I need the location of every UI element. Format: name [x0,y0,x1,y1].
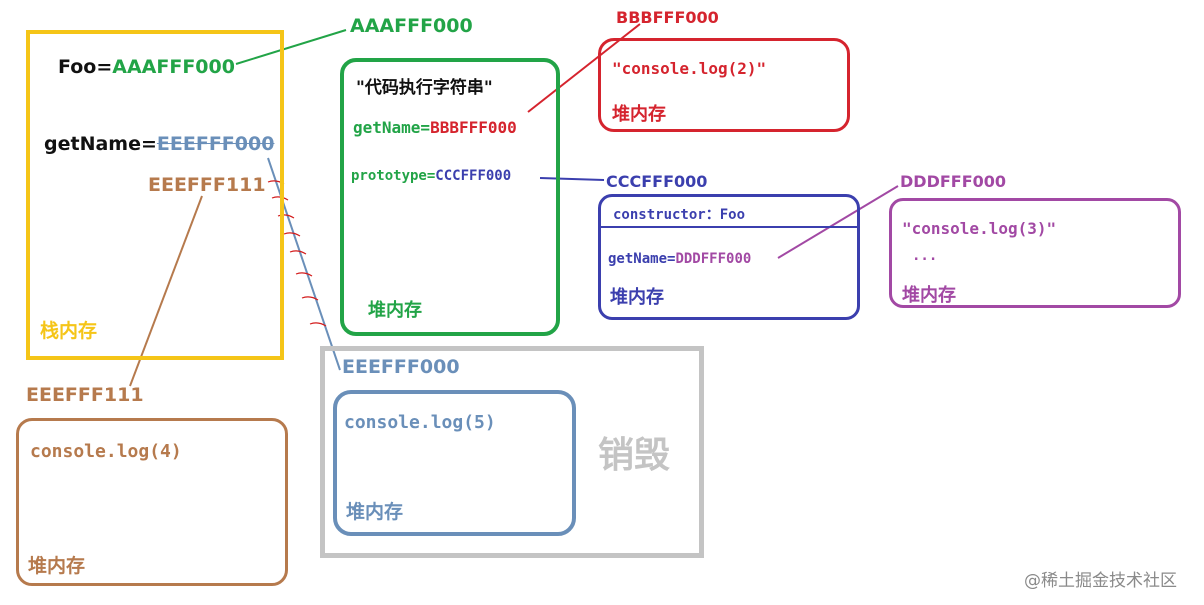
heap-red-code: "console.log(2)" [612,59,767,78]
heap-steel-addr: EEEFFF000 [342,356,460,378]
heap-blue-addr: CCCFFF000 [606,172,708,191]
cut-mark [289,250,307,255]
stack-memory-box [26,30,284,360]
stack-foo-row: Foo=AAAFFF000 [58,56,235,78]
heap-green-prototype-row: prototype=CCCFFF000 [351,168,511,184]
watermark: @稀土掘金技术社区 [1024,571,1177,591]
stack-foo-key: Foo= [58,56,113,78]
connector-blue-to-ddd [777,185,899,259]
heap-green-getname-row: getName=BBBFFF000 [353,118,517,137]
cut-mark [309,322,327,327]
heap-purple-code: "console.log(3)" [902,219,1057,238]
stack-foo-value: AAAFFF000 [112,56,235,78]
connector-green-to-ccc [539,177,605,181]
heap-brown-label: 堆内存 [28,555,86,577]
destroyed-label: 销毁 [598,435,671,476]
heap-red-label: 堆内存 [612,104,666,125]
heap-purple-dots: ... [912,248,938,264]
heap-blue-getname-key: getName= [608,251,676,267]
heap-purple-label: 堆内存 [902,285,956,306]
stack-getname-old-value: EEEFFF000 [156,133,275,155]
heap-blue-box [598,194,860,320]
heap-brown-code: console.log(4) [30,441,182,462]
stack-getname-key: getName= [44,133,157,155]
heap-blue-getname-value: DDDFFF000 [675,251,752,267]
heap-blue-label: 堆内存 [610,287,664,308]
heap-steel-code: console.log(5) [344,412,496,433]
heap-purple-addr: DDDFFF000 [900,172,1007,191]
heap-green-box [340,58,560,336]
addr-aaa-label: AAAFFF000 [350,15,473,37]
heap-blue-constructor: constructor：Foo [613,207,746,223]
heap-red-addr: BBBFFF000 [616,8,719,27]
cut-marks [267,180,327,327]
cut-mark [295,272,313,277]
heap-green-label: 堆内存 [368,300,422,321]
stack-getname-new-value: EEEFFF111 [148,174,266,196]
heap-green-getname-value: BBBFFF000 [430,118,517,137]
heap-green-prototype-key: prototype= [351,168,436,184]
heap-brown-box [16,418,288,586]
heap-blue-divider [600,226,858,228]
heap-purple-box [889,198,1181,308]
destroyed-area-box [320,346,704,558]
cut-mark [277,214,295,219]
heap-red-box [598,38,850,132]
cut-mark [283,232,301,237]
heap-blue-getname-row: getName=DDDFFF000 [608,251,751,267]
cut-mark [301,296,319,301]
heap-green-getname-key: getName= [353,118,431,137]
heap-steel-label: 堆内存 [346,501,404,523]
heap-brown-addr: EEEFFF111 [26,384,144,406]
heap-green-title: "代码执行字符串" [356,78,493,98]
stack-getname-row: getName=EEEFFF000 [44,133,274,155]
heap-steel-box [333,390,576,536]
heap-green-prototype-value: CCCFFF000 [435,168,512,184]
stack-label: 栈内存 [40,320,98,342]
connector-stack-to-brown [129,195,203,387]
connector-stack-to-aaa [235,29,347,65]
